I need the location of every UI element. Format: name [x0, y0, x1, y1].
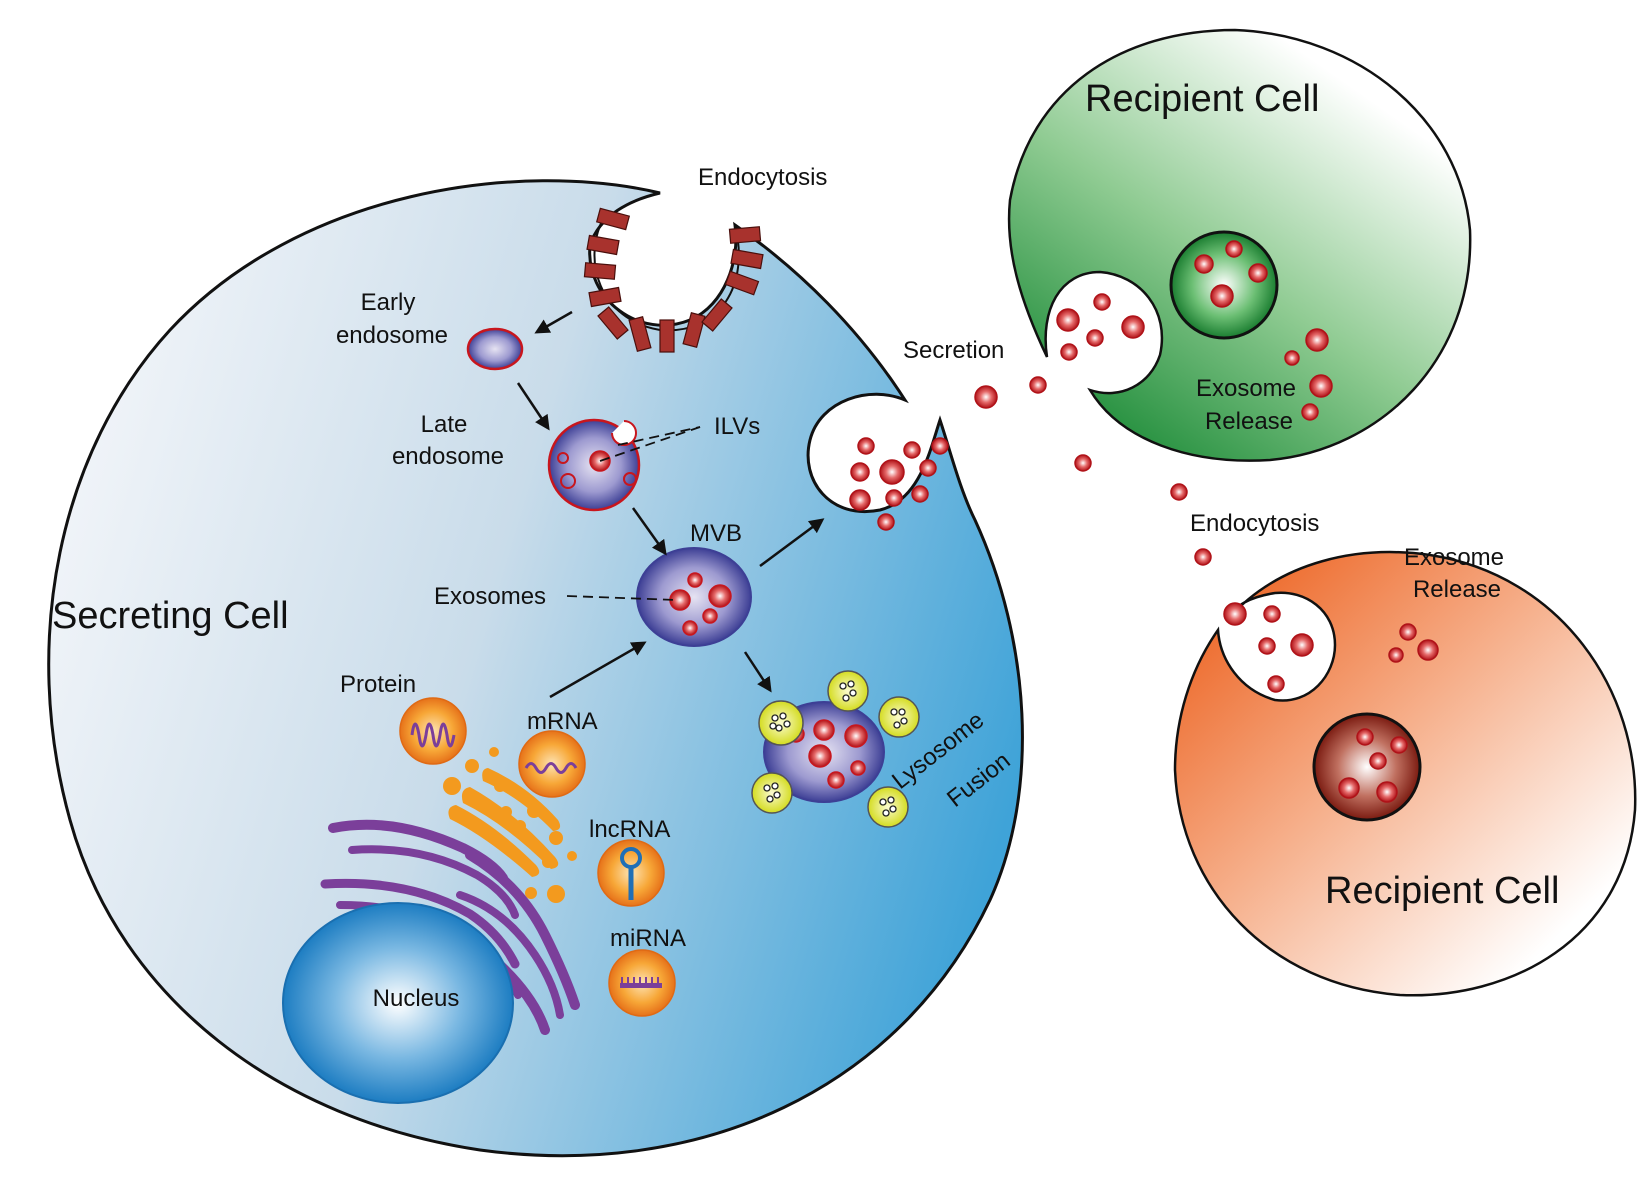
endocytosis-pit [583, 207, 764, 353]
endoplasmic-reticulum [443, 747, 577, 903]
mvb [636, 547, 752, 647]
label-exosome-release-top-1: Exosome [1196, 375, 1296, 402]
label-mrna: mRNA [527, 708, 598, 735]
label-lncrna: lncRNA [589, 816, 670, 843]
label-early-endosome-1: Early [361, 289, 416, 316]
lysosome-fusion [751, 670, 920, 828]
lysosome-icon [751, 670, 920, 828]
protein-icon [399, 697, 467, 765]
clathrin-coat-icon [583, 207, 764, 353]
label-late-endosome-1: Late [421, 411, 468, 438]
early-endosome [466, 327, 524, 371]
label-exosome-release-bottom-2: Release [1413, 576, 1501, 603]
label-secretion: Secretion [903, 337, 1004, 364]
mrna-icon [518, 730, 586, 798]
label-endocytosis-top: Endocytosis [698, 164, 827, 191]
label-recipient-cell-bottom: Recipient Cell [1325, 870, 1559, 912]
cargo-icons [399, 697, 676, 1017]
label-recipient-cell-top: Recipient Cell [1085, 78, 1319, 120]
label-secreting-cell: Secreting Cell [52, 595, 289, 637]
label-exosomes: Exosomes [434, 583, 546, 610]
recipient-cell-top [1007, 28, 1472, 462]
lncrna-icon [597, 839, 665, 907]
mirna-icon [608, 949, 676, 1017]
label-exosome-release-bottom-1: Exosome [1404, 544, 1504, 571]
released-exosomes [974, 376, 1212, 566]
label-mirna: miRNA [610, 925, 686, 952]
leader-lines [566, 426, 701, 601]
label-ilvs: ILVs [714, 413, 760, 440]
label-protein: Protein [340, 671, 416, 698]
secretion-pocket [849, 437, 949, 531]
label-endocytosis-right: Endocytosis [1190, 510, 1319, 537]
label-mvb: MVB [690, 520, 742, 547]
late-endosome [547, 418, 641, 512]
label-nucleus: Nucleus [373, 985, 460, 1012]
label-early-endosome-2: endosome [336, 322, 448, 349]
label-exosome-release-top-2: Release [1205, 408, 1293, 435]
nucleus [282, 902, 514, 1104]
pathway-arrows [516, 310, 825, 699]
recipient-cell-bottom [1173, 550, 1637, 997]
label-late-endosome-2: endosome [392, 443, 504, 470]
